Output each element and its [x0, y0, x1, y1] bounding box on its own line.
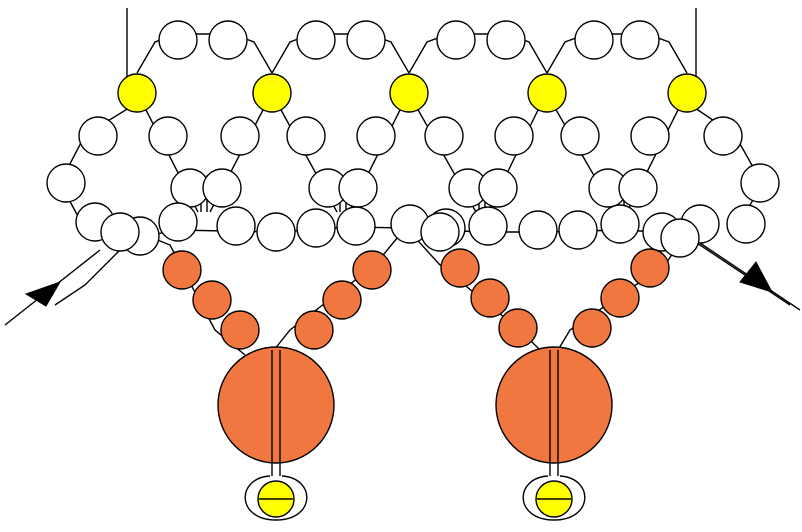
seed-bead	[100, 212, 140, 252]
thread-lines	[4, 8, 801, 356]
seed-bead	[560, 116, 600, 156]
yellow-bead	[389, 73, 429, 113]
seed-bead	[296, 208, 336, 248]
yellow-anchor-beads	[117, 73, 707, 113]
seed-bead	[558, 210, 598, 250]
seed-bead	[574, 20, 614, 60]
orange-bead	[630, 248, 670, 288]
top-arch-thread	[408, 33, 548, 74]
seed-bead	[630, 116, 670, 156]
orange-bead	[162, 250, 202, 290]
seed-bead	[208, 20, 248, 60]
seed-bead	[346, 20, 386, 60]
seed-bead	[46, 163, 86, 203]
orange-bead	[600, 278, 640, 318]
seed-bead	[618, 168, 658, 208]
arrow-left-icon	[24, 281, 62, 307]
white-seed-beads	[46, 20, 780, 258]
seed-bead	[600, 204, 640, 244]
seed-bead	[468, 206, 508, 246]
seed-bead	[703, 116, 743, 156]
yellow-bead	[117, 73, 157, 113]
seed-bead	[220, 116, 260, 156]
seed-bead	[336, 206, 376, 246]
orange-bead	[470, 278, 510, 318]
orange-bead	[217, 346, 335, 464]
orange-bead	[322, 280, 362, 320]
seed-bead	[518, 210, 558, 250]
seed-bead	[148, 116, 188, 156]
orange-bead	[192, 280, 232, 320]
top-arch-thread	[546, 33, 688, 74]
seed-bead	[494, 116, 534, 156]
seed-bead	[740, 163, 780, 203]
seed-bead	[356, 116, 396, 156]
seed-bead	[78, 116, 118, 156]
seed-bead	[202, 168, 242, 208]
orange-bead	[495, 346, 613, 464]
orange-bead	[220, 310, 260, 350]
seed-bead	[420, 212, 460, 252]
seed-bead	[726, 204, 766, 244]
seed-bead	[338, 168, 378, 208]
orange-bead	[498, 308, 538, 348]
seed-bead	[486, 20, 526, 60]
seed-bead	[158, 20, 198, 60]
seed-bead	[158, 202, 198, 242]
seed-bead	[620, 20, 660, 60]
orange-bead	[572, 308, 612, 348]
orange-bead	[352, 250, 392, 290]
seed-bead	[216, 206, 256, 246]
yellow-bead	[527, 73, 567, 113]
seed-bead	[478, 168, 518, 208]
seed-bead	[256, 212, 296, 252]
yellow-bead	[667, 73, 707, 113]
direction-arrows	[24, 261, 774, 307]
seed-bead	[424, 116, 464, 156]
arrow-right-icon	[739, 261, 774, 293]
seed-bead	[436, 20, 476, 60]
orange-bead	[294, 310, 334, 350]
top-arch-thread	[136, 33, 273, 74]
seed-bead	[296, 20, 336, 60]
orange-bead	[440, 248, 480, 288]
orange-drop-beads	[162, 248, 670, 521]
yellow-bead	[252, 73, 292, 113]
seed-bead	[660, 218, 700, 258]
top-arch-thread	[271, 33, 410, 74]
seed-bead	[286, 116, 326, 156]
